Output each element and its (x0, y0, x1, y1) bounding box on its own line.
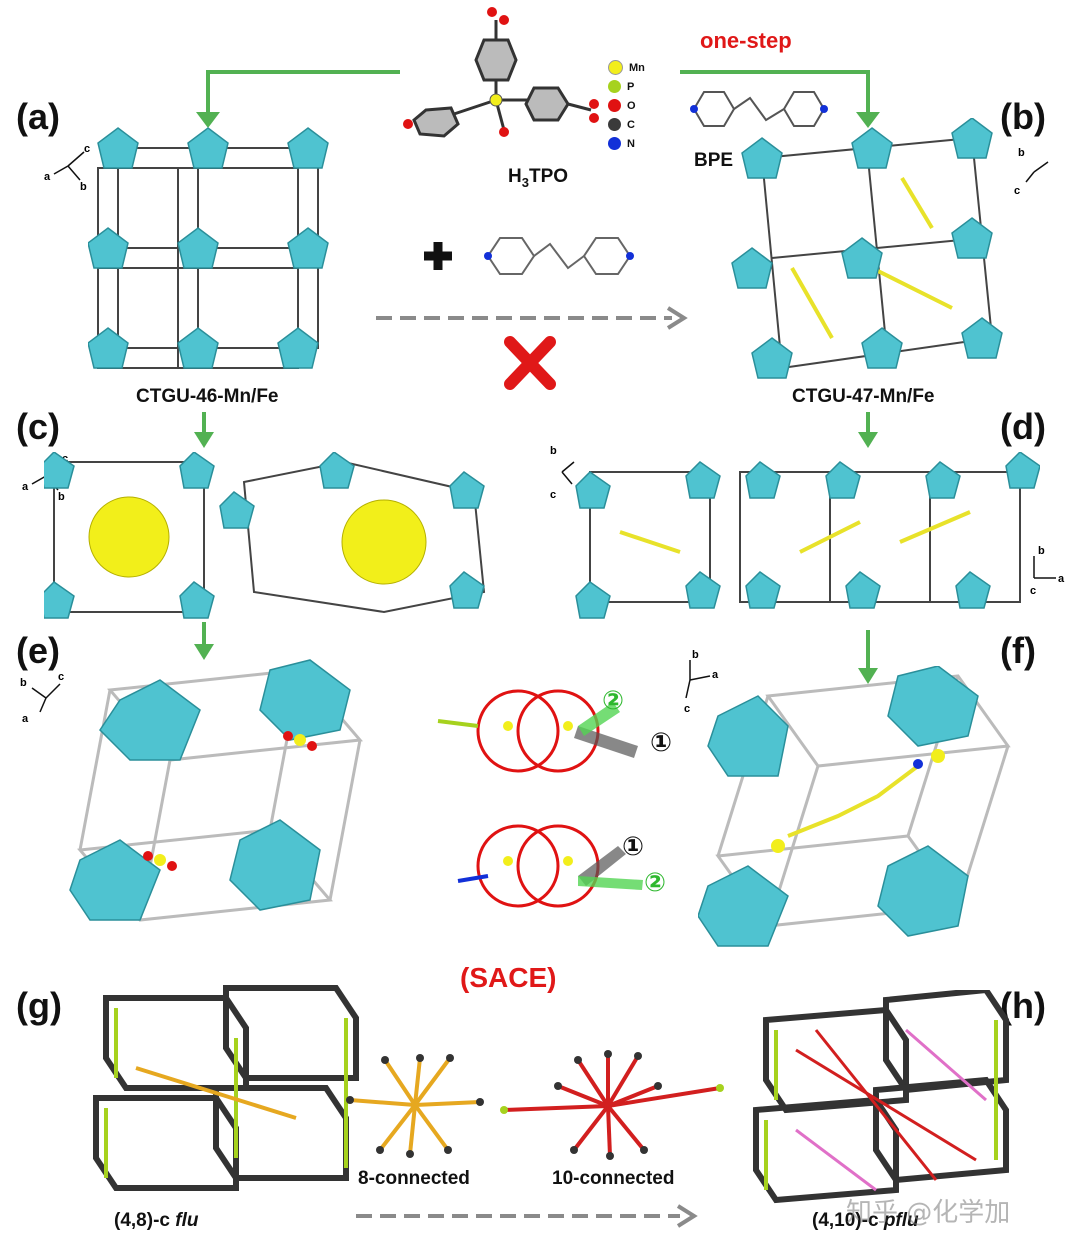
watermark-text: 知乎 @化学加 (846, 1198, 1011, 1228)
bpe-label: BPE (694, 150, 734, 171)
o-dot-icon (608, 99, 621, 112)
c-dot-icon (608, 118, 621, 131)
sbu-cluster-bottom (457, 824, 643, 908)
svg-text:a: a (712, 669, 719, 681)
framework-a-label: CTGU-46-Mn/Fe (136, 386, 279, 407)
svg-text:b: b (1018, 147, 1025, 159)
legend-item-mn: Mn (608, 58, 645, 77)
axis-triad-b: b c (1014, 147, 1049, 196)
green-arrow-d-to-f (858, 630, 878, 684)
node-10-label: 10-connected (552, 1168, 675, 1189)
panel-e-framework (69, 659, 363, 922)
n-dot-icon (608, 137, 621, 150)
axis-triad-e: c b a (20, 671, 64, 725)
p-dot-icon (608, 80, 621, 93)
panel-label-g: (g) (16, 985, 62, 1026)
axis-triad-d: b c (550, 445, 575, 500)
node-8-label: 8-connected (358, 1168, 470, 1189)
plus-icon (424, 242, 452, 270)
svg-text:b: b (692, 649, 699, 661)
marker-one-top: ① (650, 728, 673, 758)
node-8-connected (346, 1054, 484, 1158)
green-arrowhead-b (856, 112, 880, 128)
svg-text:b: b (80, 181, 87, 190)
panel-label-f: (f) (1000, 630, 1036, 671)
h3tpo-ligand-structure (403, 7, 599, 138)
framework-b-structure (731, 118, 1003, 379)
dashed-arrow-middle (376, 306, 688, 330)
net-flu-structure (93, 985, 359, 1191)
axis-triad-d2: b a c (1030, 545, 1065, 596)
svg-text:c: c (84, 143, 90, 155)
legend-item-c: C (608, 115, 645, 134)
green-arrow-c-to-e (194, 622, 214, 660)
dashed-arrow-bottom (356, 1204, 698, 1228)
legend-item-o: O (608, 96, 645, 115)
svg-text:b: b (1038, 545, 1045, 557)
green-arrow-a-to-c (194, 412, 214, 448)
svg-text:a: a (22, 713, 29, 725)
bpe-molecule-middle (484, 237, 634, 275)
panel-label-d: (d) (1000, 406, 1046, 447)
legend-item-n: N (608, 134, 645, 153)
element-legend: Mn P O C N (608, 58, 645, 153)
svg-text:b: b (550, 445, 557, 457)
svg-text:b: b (20, 677, 27, 689)
marker-one-bottom: ① (622, 832, 645, 862)
one-step-label: one-step (700, 28, 792, 53)
marker-two-bottom: ② (644, 868, 667, 898)
panel-label-c: (c) (16, 406, 60, 447)
green-arrow-b-to-d (858, 412, 878, 448)
svg-text:a: a (22, 481, 29, 493)
sbu-cluster-top (437, 689, 638, 773)
panel-label-e: (e) (16, 630, 60, 671)
sbu-clusters (437, 689, 643, 908)
green-arrow-to-b (680, 70, 870, 120)
svg-text:b: b (58, 491, 65, 502)
node-10-connected (500, 1050, 724, 1160)
green-arrowhead-a (196, 112, 220, 128)
framework-a-structure (88, 127, 329, 369)
legend-item-p: P (608, 77, 645, 96)
net-flu-label: (4,8)-c flu (114, 1210, 199, 1231)
svg-text:a: a (1058, 573, 1065, 585)
red-cross-icon (504, 336, 556, 390)
svg-text:c: c (684, 703, 690, 715)
panel-label-b: (b) (1000, 96, 1046, 137)
framework-b-label: CTGU-47-Mn/Fe (792, 386, 935, 407)
axis-triad-a: c a b (44, 143, 90, 190)
panel-f-framework (698, 666, 1011, 947)
svg-text:c: c (1030, 585, 1036, 596)
panel-label-a: (a) (16, 96, 60, 137)
panel-c-cages (44, 452, 486, 619)
green-arrow-to-a (206, 70, 400, 120)
h3tpo-label: H3TPO (508, 166, 569, 190)
svg-text:c: c (58, 671, 64, 683)
cage-sphere-right (341, 499, 427, 585)
net-pflu-label: (4,10)-c pflu (812, 1210, 919, 1231)
panel-d-cages (575, 452, 1040, 619)
cage-sphere-left (88, 496, 170, 578)
svg-text:c: c (550, 489, 556, 500)
net-pflu-structure (753, 990, 1009, 1204)
bpe-molecule-top (690, 91, 828, 127)
marker-two-top: ② (602, 686, 625, 716)
sace-label: (SACE) (460, 962, 557, 993)
axis-triad-f: b a c (684, 649, 719, 715)
svg-text:c: c (1014, 185, 1020, 196)
mn-dot-icon (608, 60, 623, 75)
svg-text:a: a (44, 171, 51, 183)
